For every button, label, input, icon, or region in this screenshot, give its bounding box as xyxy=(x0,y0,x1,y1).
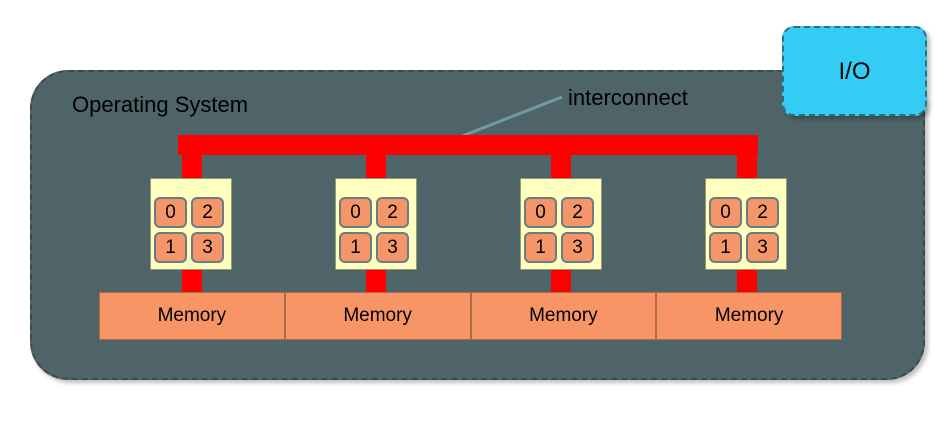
memory-block: Memory xyxy=(470,292,657,340)
core: 2 xyxy=(561,197,594,228)
core: 0 xyxy=(339,197,372,228)
interconnect-link xyxy=(737,150,757,180)
interconnect-link xyxy=(366,150,386,180)
core: 3 xyxy=(746,232,779,263)
core: 1 xyxy=(154,232,187,263)
processor-node: 0 2 1 3 xyxy=(705,178,787,270)
memory-row: Memory Memory Memory Memory xyxy=(99,292,842,340)
core: 2 xyxy=(746,197,779,228)
core: 0 xyxy=(154,197,187,228)
interconnect-link xyxy=(182,150,202,180)
core: 3 xyxy=(376,232,409,263)
io-box xyxy=(782,26,927,116)
memory-block: Memory xyxy=(284,292,471,340)
memory-link xyxy=(737,268,757,294)
memory-link xyxy=(551,268,571,294)
processor-node: 0 2 1 3 xyxy=(150,178,232,270)
interconnect-link xyxy=(551,150,571,180)
interconnect-label: interconnect xyxy=(568,85,688,110)
core: 3 xyxy=(191,232,224,263)
interconnect-bus xyxy=(178,135,758,155)
processor-node: 0 2 1 3 xyxy=(335,178,417,270)
core: 1 xyxy=(709,232,742,263)
memory-block: Memory xyxy=(99,292,285,340)
core: 2 xyxy=(191,197,224,228)
core: 0 xyxy=(524,197,557,228)
core: 1 xyxy=(524,232,557,263)
memory-link xyxy=(366,268,386,294)
processor-node: 0 2 1 3 xyxy=(520,178,602,270)
memory-block: Memory xyxy=(656,292,842,340)
operating-system-label: Operating System xyxy=(72,92,249,117)
core: 0 xyxy=(709,197,742,228)
io-label: I/O xyxy=(838,58,871,85)
core: 2 xyxy=(376,197,409,228)
core: 1 xyxy=(339,232,372,263)
memory-link xyxy=(182,268,202,294)
core: 3 xyxy=(561,232,594,263)
